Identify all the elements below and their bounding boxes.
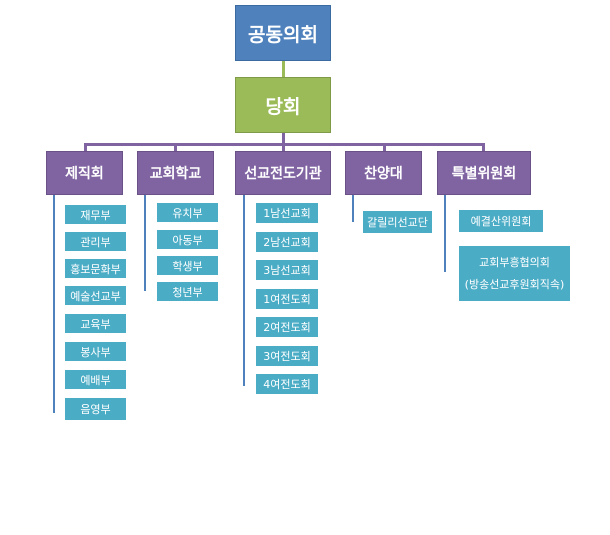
horizontal-connector (85, 143, 485, 146)
middle-connector (282, 133, 285, 144)
dept-connector-4 (383, 143, 386, 151)
unit-item: 예결산위원회 (458, 209, 544, 233)
dept-box-2: 교회학교 (137, 151, 214, 195)
middle-box: 당회 (235, 77, 331, 133)
unit-item-with-note: 교회부흥협의회 (방송선교후원회직속) (458, 245, 571, 302)
dept-connector-2 (174, 143, 177, 151)
top-box: 공동의회 (235, 5, 331, 61)
unit-item: 음영부 (64, 397, 127, 421)
rail-1 (53, 195, 55, 413)
unit-item: 예술선교부 (64, 285, 127, 306)
unit-item: 1여전도회 (255, 288, 319, 310)
unit-item-note: (방송선교후원회직속) (464, 277, 565, 291)
unit-item: 청년부 (156, 281, 219, 302)
dept-connector-3 (282, 143, 285, 151)
rail-3 (243, 195, 245, 386)
dept-box-1: 제직회 (46, 151, 123, 195)
unit-item: 4여전도회 (255, 373, 319, 395)
rail-5 (444, 195, 446, 272)
dept-box-3: 선교전도기관 (235, 151, 331, 195)
unit-item: 재무부 (64, 204, 127, 225)
unit-item: 교육부 (64, 313, 127, 334)
unit-item: 관리부 (64, 231, 127, 252)
unit-item: 1남선교회 (255, 202, 319, 224)
unit-item: 2여전도회 (255, 316, 319, 338)
unit-item: 갈릴리선교단 (362, 210, 433, 234)
unit-item: 봉사부 (64, 341, 127, 362)
unit-item-label: 교회부흥협의회 (479, 255, 550, 269)
rail-2 (144, 195, 146, 291)
unit-item: 홍보문화부 (64, 258, 127, 279)
unit-item: 아동부 (156, 229, 219, 250)
dept-connector-5 (482, 143, 485, 151)
unit-item: 3남선교회 (255, 259, 319, 281)
dept-box-5: 특별위원회 (437, 151, 531, 195)
rail-4 (352, 195, 354, 222)
unit-item: 유치부 (156, 202, 219, 223)
unit-item: 3여전도회 (255, 345, 319, 367)
dept-box-4: 찬양대 (345, 151, 422, 195)
unit-item: 2남선교회 (255, 231, 319, 253)
unit-item: 예배부 (64, 369, 127, 390)
unit-item: 학생부 (156, 255, 219, 276)
dept-connector-1 (84, 143, 87, 151)
top-connector (282, 61, 285, 77)
